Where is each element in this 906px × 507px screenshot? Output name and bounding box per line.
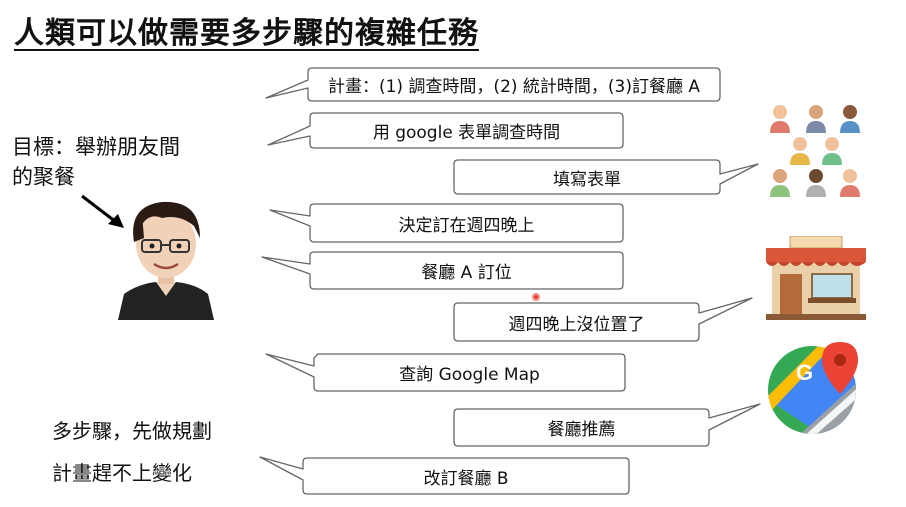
arrow-icon [81, 194, 124, 228]
speech-bubble [261, 251, 624, 290]
cursor-dot-center [534, 295, 538, 299]
speech-bubble [265, 67, 721, 102]
speech-bubble [453, 297, 753, 342]
speech-bubble [453, 403, 761, 447]
note-multistep: 多步驟，先做規劃 [52, 419, 212, 443]
slide-title: 人類可以做需要多步驟的複雜任務 [14, 16, 479, 51]
bubble-text-fill-form: 填寫表單 [553, 169, 621, 190]
bubble-text-book-a: 餐廳 A 訂位 [421, 263, 512, 283]
speech-bubble [265, 353, 626, 392]
bubble-text-google-form: 用 google 表單調查時間 [372, 123, 561, 143]
speech-bubble [259, 456, 630, 495]
map-g-letter: G [796, 360, 813, 385]
speech-bubble [269, 203, 624, 243]
speech-bubble [453, 159, 759, 195]
google-maps-icon: G [768, 342, 858, 434]
restaurant-icon [766, 236, 866, 320]
bubble-text-plan: 計畫：(1) 調查時間，(2) 統計時間，(3)訂餐廳 A [327, 77, 701, 97]
bubble-text-google-map: 查詢 Google Map [399, 365, 540, 385]
bubble-text-book-b: 改訂餐廳 B [423, 468, 509, 489]
note-change: 計畫趕不上變化 [52, 461, 192, 485]
person-avatar-icon [118, 201, 214, 320]
bubble-text-no-seat: 週四晚上沒位置了 [508, 314, 645, 335]
goal-text: 目標：舉辦朋友間的聚餐 [12, 135, 180, 189]
people-group-icon [770, 105, 860, 197]
speech-bubble [267, 112, 624, 149]
bubble-text-recommend: 餐廳推薦 [547, 420, 616, 440]
bubble-text-thursday: 決定訂在週四晚上 [398, 215, 535, 236]
